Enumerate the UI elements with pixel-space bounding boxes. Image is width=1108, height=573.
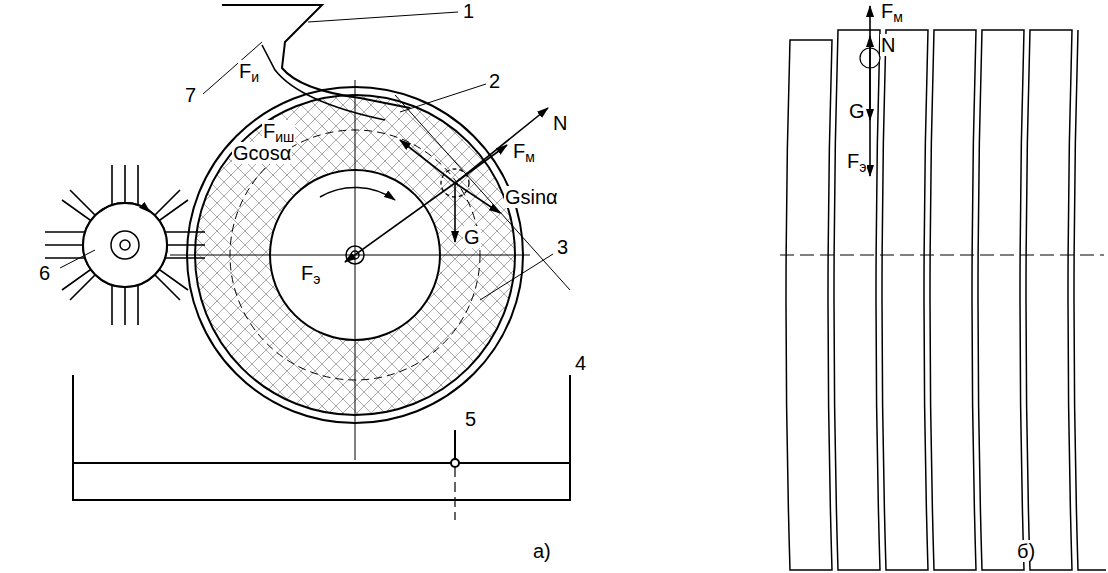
force-label: G [463,226,481,248]
force-label: Gcosα [232,142,292,164]
force-label: Fм [880,0,904,22]
callout-number: 3 [556,236,569,258]
force-label: Fм [512,140,536,162]
force-label: Fи [238,60,260,82]
force-label: N [880,34,896,56]
callout-number: 1 [462,0,475,22]
callout-number: 6 [38,262,51,284]
callout-number: 4 [574,352,587,374]
force-label: Fиш [262,120,295,142]
callout-number: 7 [184,84,197,106]
callout-number: 2 [488,70,501,92]
callout-number: 5 [464,408,477,430]
subfigure-label: б) [1016,540,1036,562]
force-label: Fэ [300,262,321,284]
subfigure-label: а) [532,540,552,562]
force-label: N [552,112,568,134]
force-label: Fэ [846,150,867,172]
force-label: Gsinα [504,186,559,208]
force-label: G [848,100,866,122]
